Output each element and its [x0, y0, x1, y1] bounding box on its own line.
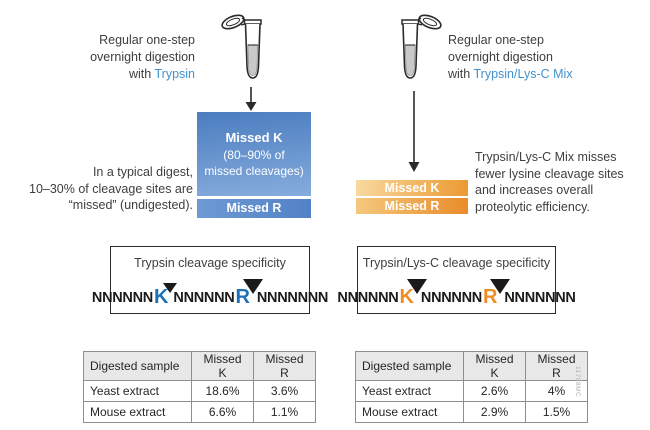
cleavage-triangle-large-icon — [406, 279, 427, 294]
cell-missed-r: 3.6% — [253, 380, 316, 402]
left-caption-enzyme: Trypsin — [154, 67, 195, 81]
right-note-line3: and increases overall — [475, 183, 594, 197]
table-row: Mouse extract 2.9% 1.5% — [355, 401, 588, 423]
cell-sample: Yeast extract — [83, 380, 192, 402]
right-caption: Regular one-step overnight digestion wit… — [448, 32, 638, 83]
col-header-sample: Digested sample — [355, 351, 464, 381]
left-note-line2: 10–30% of cleavage sites are — [29, 181, 193, 196]
table-row: Mouse extract 6.6% 1.1% — [83, 401, 316, 423]
down-arrow-icon-left — [244, 87, 258, 117]
table-row: Yeast extract 2.6% 4% — [355, 380, 588, 402]
col-header-sample: Digested sample — [83, 351, 192, 381]
left-caption-with: with — [129, 67, 155, 81]
trypsin-lysc-results-table: Digested sample Missed K Missed R Yeast … — [355, 351, 588, 423]
microtube-icon-left — [221, 9, 271, 89]
cell-missed-r: 1.5% — [525, 401, 588, 423]
figure-id-watermark: 11788MC — [574, 366, 581, 398]
right-note-line2: fewer lysine cleavage sites — [475, 166, 624, 181]
right-caption-line3: with Trypsin/Lys-C Mix — [448, 66, 638, 83]
cell-sample: Yeast extract — [355, 380, 464, 402]
cleavage-triangle-small-icon — [163, 283, 178, 293]
col-header-missed-r: Missed R — [253, 351, 316, 381]
col-header-missed-r: Missed R — [525, 351, 588, 381]
right-note: Trypsin/Lys-C Mix misses fewer lysine cl… — [475, 149, 647, 215]
left-caption-line1: Regular one-step — [99, 33, 195, 47]
seq-n-group: NNNNNNN — [256, 290, 329, 306]
col-header-missed-k: Missed K — [463, 351, 526, 381]
cell-missed-k: 18.6% — [191, 380, 254, 402]
right-note-line1: Trypsin/Lys-C Mix misses — [475, 150, 617, 164]
right-note-line4: proteolytic efficiency. — [475, 199, 590, 214]
trypsin-lysc-specificity-box: Trypsin/Lys-C cleavage specificity NNNNN… — [337, 246, 576, 314]
right-caption-line1: Regular one-step — [448, 33, 544, 47]
trypsin-lysc-cleavage-sequence: NNNNNN K NNNNNN R NNNNNNN — [337, 270, 576, 307]
table-header-row: Digested sample Missed K Missed R — [83, 351, 316, 381]
seq-n-group: NNNNNN — [420, 290, 482, 306]
right-caption-line2: overnight digestion — [448, 50, 553, 64]
left-note: In a typical digest, 10–30% of cleavage … — [5, 164, 193, 214]
missed-r-bar-orange: Missed R — [356, 198, 468, 214]
missed-k-box: Missed K (80–90% of missed cleavages) — [197, 112, 311, 196]
table-row: Yeast extract 18.6% 3.6% — [83, 380, 316, 402]
trypsin-lysc-specificity-title: Trypsin/Lys-C cleavage specificity — [362, 256, 551, 270]
missed-k-bar-orange: Missed K — [356, 180, 468, 196]
seq-n-group: NNNNNN — [91, 290, 153, 306]
cleavage-triangle-large-icon — [490, 279, 511, 294]
cell-missed-r: 1.1% — [253, 401, 316, 423]
missed-k-box-sub1: (80–90% of — [223, 147, 285, 162]
seq-n-group: NNNNNNN — [504, 290, 576, 306]
trypsin-specificity-title: Trypsin cleavage specificity — [134, 256, 286, 270]
right-caption-enzyme: Trypsin/Lys-C Mix — [473, 67, 573, 81]
left-caption: Regular one-step overnight digestion wit… — [50, 32, 195, 83]
col-header-missed-k: Missed K — [191, 351, 254, 381]
down-arrow-icon-right — [407, 91, 421, 178]
left-caption-line2: overnight digestion — [90, 50, 195, 64]
cell-sample: Mouse extract — [355, 401, 464, 423]
cell-missed-k: 6.6% — [191, 401, 254, 423]
right-caption-with: with — [448, 67, 474, 81]
table-header-row: Digested sample Missed K Missed R — [355, 351, 588, 381]
seq-n-group: NNNNNN — [337, 290, 399, 306]
trypsin-specificity-box: Trypsin cleavage specificity NNNNNN K NN… — [92, 246, 328, 314]
left-note-line3: “missed” (undigested). — [68, 198, 193, 212]
left-note-line1: In a typical digest, — [92, 165, 193, 179]
missed-k-box-sub2: missed cleavages) — [204, 163, 304, 178]
cell-sample: Mouse extract — [83, 401, 192, 423]
missed-r-bar-blue: Missed R — [197, 199, 311, 218]
missed-k-box-title: Missed K — [225, 129, 283, 145]
cell-missed-k: 2.6% — [463, 380, 526, 402]
cleavage-triangle-large-icon — [242, 279, 263, 294]
cell-missed-k: 2.9% — [463, 401, 526, 423]
microtube-icon-right — [392, 9, 442, 89]
trypsin-cleavage-sequence: NNNNNN K NNNNNN R NNNNNNN — [92, 270, 328, 307]
left-caption-line3: with Trypsin — [50, 66, 195, 83]
seq-n-group: NNNNNN — [173, 290, 235, 306]
trypsin-results-table: Digested sample Missed K Missed R Yeast … — [83, 351, 316, 423]
